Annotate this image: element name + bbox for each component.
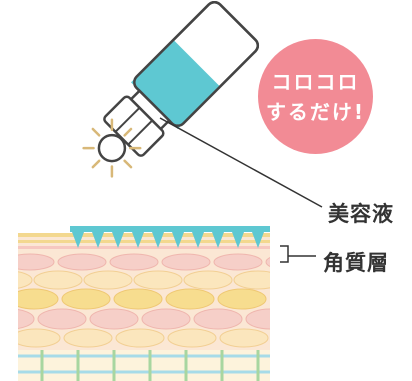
serum-pointer-line — [159, 117, 323, 208]
horny-layer-bracket — [280, 245, 316, 263]
label-horny-layer: 角質層 — [323, 251, 389, 275]
skin-cross-section — [18, 233, 270, 381]
dermis-layer — [18, 350, 270, 381]
microneedle-roller-icon — [82, 118, 142, 178]
epidermis-cells — [18, 253, 270, 348]
badge-just-roll: コロコロ するだけ! — [258, 39, 373, 154]
roller-device-icon — [82, 0, 260, 178]
horny-layer — [18, 233, 270, 249]
label-serum: 美容液 — [328, 202, 394, 226]
badge-line-2: するだけ! — [265, 99, 366, 124]
serum-layer — [70, 226, 270, 248]
badge-line-1: コロコロ — [271, 69, 360, 94]
